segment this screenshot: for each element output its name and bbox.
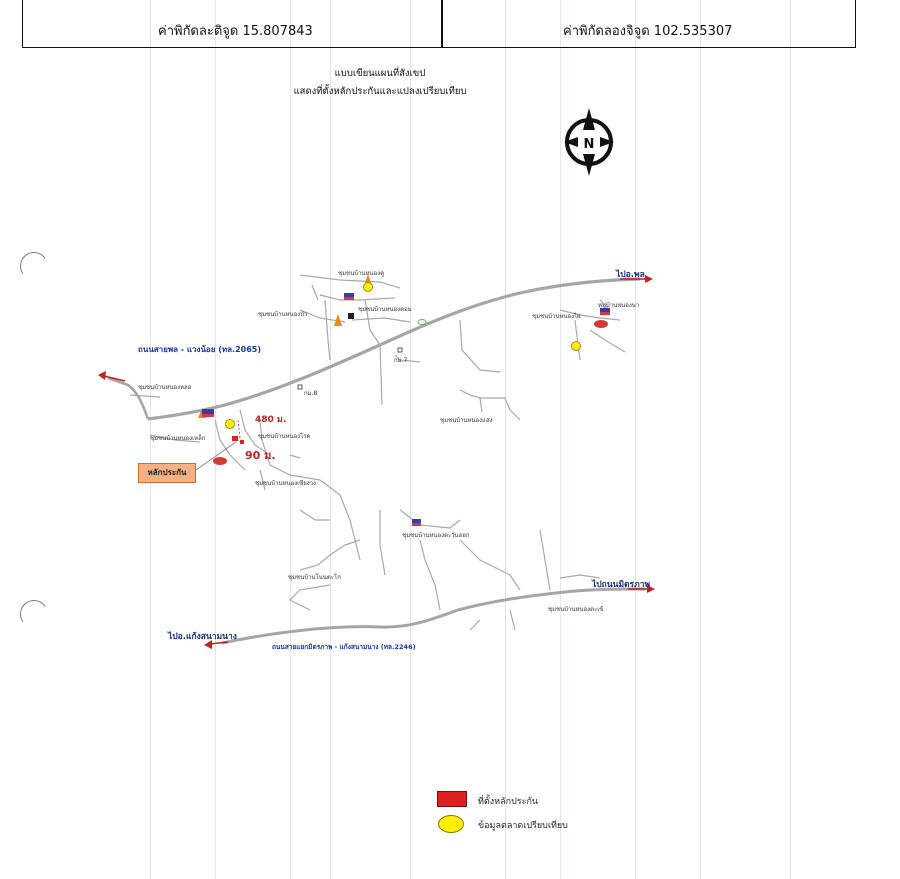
direction-to-phon: ไปอ.พล	[616, 270, 645, 280]
distance-guide	[237, 419, 241, 439]
arrow-to-mittraphap-icon	[628, 585, 655, 593]
building-icon	[348, 313, 354, 319]
place-label: ชุมชนบ้านหนองตะวันออก	[402, 532, 470, 539]
school-icon	[202, 409, 214, 417]
direction-to-mittraphap: ไปถนนมิตรภาพ	[592, 580, 651, 590]
place-label: ชุมชนบ้านหนองคอม	[358, 306, 412, 313]
place-label: ชุมชนบ้านหนองเหล็ก	[150, 435, 206, 442]
place-label: ชุมชนบ้านโนนตะโก	[288, 574, 341, 581]
coordinate-header: ค่าพิกัดละติจูด 15.807843 ค่าพิกัดลองจิจ…	[22, 0, 856, 48]
km-marker-icon	[397, 347, 403, 353]
scan-streak	[330, 0, 331, 879]
collateral-marker	[232, 436, 238, 441]
north-compass-icon: N	[564, 108, 614, 176]
scan-streak	[150, 0, 151, 879]
place-label: ชุมชนบ้านหนองตะเข้	[548, 606, 604, 613]
local-roads	[129, 274, 626, 631]
scan-streak	[290, 0, 291, 879]
scan-streak	[700, 0, 701, 879]
temple-icon	[334, 314, 342, 326]
collateral-leader	[195, 441, 237, 471]
longitude-text: ค่าพิกัดลองจิจูด 102.535307	[563, 24, 733, 39]
comparable-marker	[363, 282, 373, 292]
scan-streak	[560, 0, 561, 879]
arrow-to-phon-icon	[620, 275, 653, 283]
scan-streak	[505, 0, 506, 879]
scan-streak	[410, 0, 411, 879]
comparable-marker	[225, 419, 235, 429]
place-label: ชุมชนบ้านหนองไผ่	[532, 313, 581, 320]
km-marker-icon	[297, 384, 303, 390]
distance-480: 480 ม.	[255, 415, 287, 425]
scan-streak	[215, 0, 216, 879]
main-road-label: ถนนสายพล - แวงน้อย (ทล.2065)	[138, 345, 262, 354]
school-icon	[600, 308, 610, 315]
legend-comparable-swatch	[438, 815, 464, 833]
comparable-marker	[571, 341, 581, 351]
map-subtitle: แสดงที่ตั้งหลักประกันและแปลงเปรียบเทียบ	[293, 86, 467, 97]
direction-to-khaeng: ไปอ.แก้งสนามนาง	[168, 632, 237, 642]
temple-icon	[365, 274, 371, 283]
place-label: ชุมชนบ้านหนองเซียงวง	[255, 480, 316, 487]
map-title: แบบเขียนแผนที่สังเขป	[334, 68, 426, 79]
place-label: ชุมชนบ้านหนองหลอ	[138, 384, 192, 391]
place-label: ชุมชนบ้านหนองแสง	[440, 417, 493, 424]
place-label: ชุมชนบ้านหนองโรด	[258, 433, 311, 440]
lower-highway	[221, 587, 646, 645]
place-label: ชุมชนบ้านหนองคู	[338, 270, 385, 277]
lower-road-label: ถนนสายแยกมิตรภาพ - แก้งสนามนาง (ทล.2246)	[272, 643, 416, 651]
coordinate-divider	[441, 0, 443, 47]
distance-90: 90 ม.	[245, 449, 276, 462]
place-label: ชุมชนบ้านหนองบัว	[258, 311, 308, 318]
km-label: กม.8	[304, 390, 318, 397]
school-icon	[412, 519, 421, 526]
arrow-to-khaeng-icon	[204, 640, 229, 649]
arrow-west-icon	[98, 371, 126, 382]
collateral-callout: หลักประกัน	[138, 463, 196, 483]
legend-collateral-swatch	[437, 791, 467, 807]
legend-collateral-label: ที่ตั้งหลักประกัน	[478, 797, 539, 807]
scan-streak	[635, 0, 636, 879]
km-label: กม.7	[394, 357, 408, 364]
hospital-icon	[213, 320, 608, 465]
scan-streak	[790, 0, 791, 879]
collateral-marker	[240, 440, 244, 444]
latitude-text: ค่าพิกัดละติจูด 15.807843	[158, 24, 313, 39]
place-label: หมู่บ้านหนองนา	[598, 302, 640, 309]
compass-letter: N	[584, 137, 595, 152]
legend-comparable-label: ข้อมูลตลาดเปรียบเทียบ	[478, 821, 568, 831]
main-highway-west	[107, 376, 150, 420]
marker-outline	[417, 319, 427, 325]
school-icon	[344, 293, 354, 300]
